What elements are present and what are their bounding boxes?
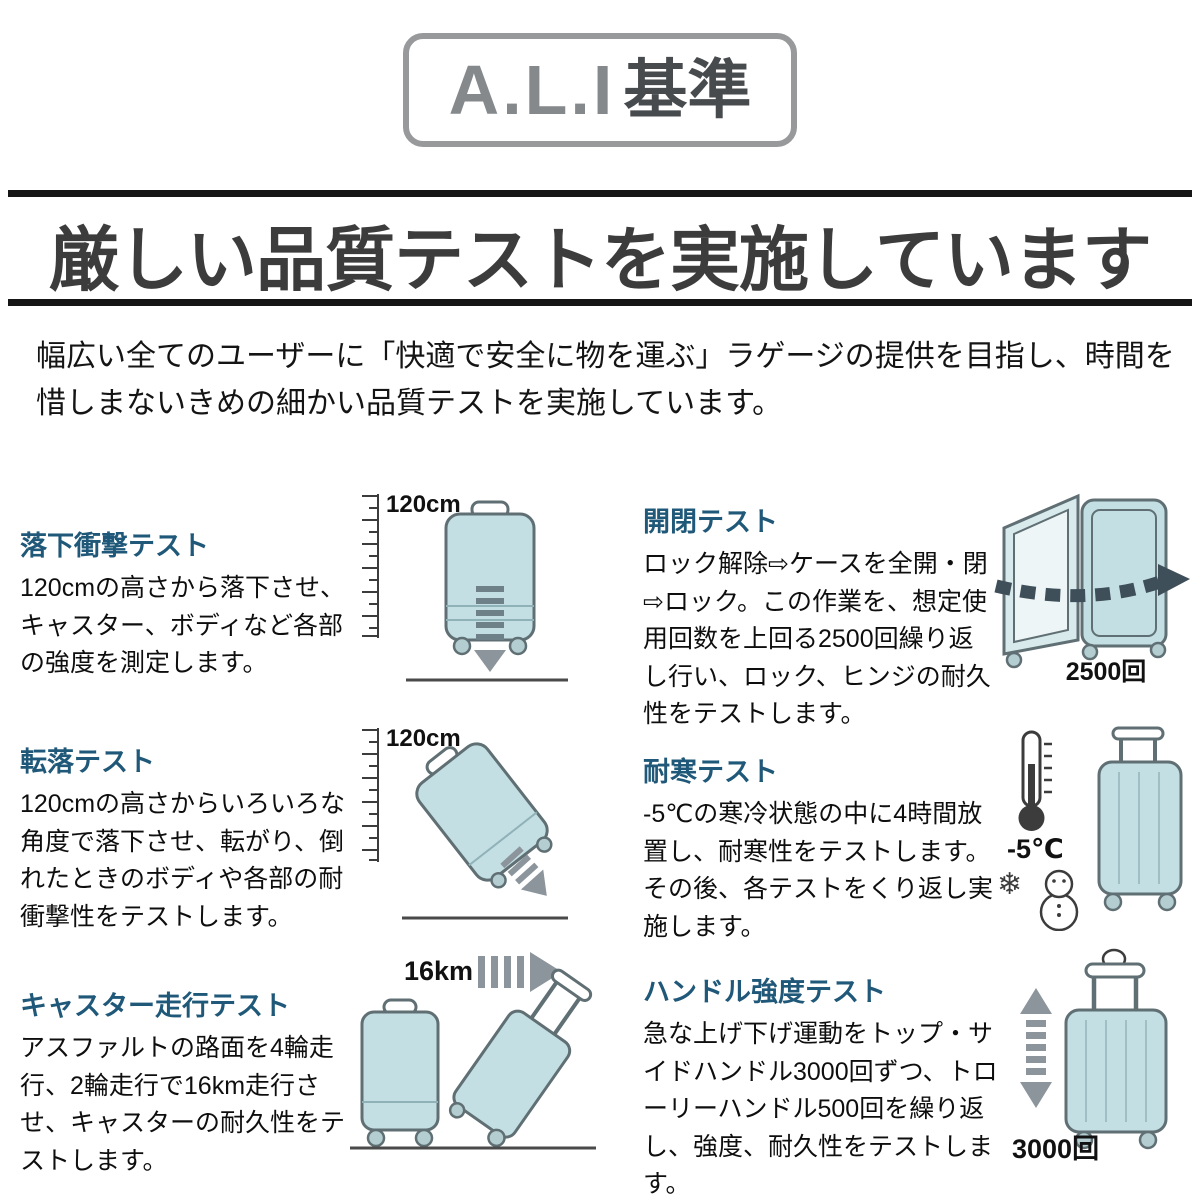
up-down-arrow-icon (1020, 988, 1052, 1108)
test-description: アスファルトの路面を4輪走行、2輪走行で16km走行させ、キャスターの耐久性をテ… (20, 1034, 346, 1175)
fall-arrow-icon (500, 846, 547, 896)
test-title: 落下衝撃テスト (20, 531, 209, 561)
section-caster-run-test: キャスター走行テスト アスファルトの路面を4輪走行、2輪走行で16km走行させ、… (20, 984, 368, 1180)
suitcase-front-icon (444, 500, 536, 656)
section-handle-strength-test: ハンドル強度テスト 急な上げ下げ運動をトップ・サイドハンドル3000回ずつ、トロ… (643, 970, 1005, 1200)
test-description: 120cmの高さからいろいろな角度で落下させ、転がり、倒れたときのボディや各部の… (20, 790, 346, 931)
drop-test-illustration: 120cm (362, 491, 568, 682)
section-drop-impact-test: 落下衝撃テスト 120cmの高さから落下させ、キャスター、ボディなど各部の強度を… (20, 524, 352, 683)
snowflake-icon: ❄ (997, 868, 1022, 901)
ali-brand-text: A.L.I (448, 51, 616, 129)
test-description: ロック解除⇨ケースを全開・閉⇨ロック。この作業を、想定使用回数を上回る2500回… (643, 550, 991, 728)
section-open-close-test: 開閉テスト ロック解除⇨ケースを全開・閉⇨ロック。この作業を、想定使用回数を上回… (643, 500, 995, 734)
page-title: 厳しい品質テストを実施しています (49, 221, 1152, 299)
section-tumble-test: 転落テスト 120cmの高さからいろいろな角度で落下させ、転がり、倒れたときのボ… (20, 740, 362, 936)
test-title: 開閉テスト (643, 507, 778, 537)
handle-test-illustration: 3000回 (1012, 948, 1168, 1164)
section-cold-resistance-test: 耐寒テスト -5℃の寒冷状態の中に4時間放置し、耐寒性をテストします。その後、各… (643, 750, 995, 946)
thermometer-icon (1018, 730, 1052, 831)
upright-suitcase-icon (360, 998, 440, 1148)
drop-height-label: 120cm (386, 491, 461, 518)
test-title: ハンドル強度テスト (643, 977, 886, 1007)
distance-label: 16km (404, 956, 473, 986)
test-description: 120cmの高さから落下させ、キャスター、ボディなど各部の強度を測定します。 (20, 574, 346, 677)
tilted-trolley-suitcase-icon (448, 968, 593, 1148)
test-description: -5℃の寒冷状態の中に4時間放置し、耐寒性をテストします。その後、各テストをくり… (643, 800, 994, 941)
drop-arrow-icon (474, 586, 506, 672)
tumble-test-illustration: 120cm (362, 725, 568, 920)
open-close-arrow-icon (994, 564, 1190, 603)
cold-test-illustration: -5℃ ❄ (997, 726, 1183, 931)
test-description: 急な上げ下げ運動をトップ・サイドハンドル3000回ずつ、トローリーハンドル500… (643, 1020, 998, 1198)
ali-standard-label: 基準 (623, 54, 752, 126)
heading-divider-bottom (8, 299, 1192, 306)
open-close-test-illustration: 2500回 (994, 493, 1190, 684)
handle-cycle-label: 3000回 (1012, 1134, 1099, 1164)
suitcase-front-icon (1064, 1008, 1168, 1150)
height-ruler (362, 728, 379, 862)
open-suitcase-icon (1002, 493, 1168, 669)
run-arrow-icon (478, 952, 562, 992)
snowman-icon (1039, 869, 1079, 931)
height-ruler (362, 494, 379, 638)
test-title: 耐寒テスト (643, 757, 778, 787)
intro-text: 幅広い全てのユーザーに「快適で安全に物を運ぶ」ラゲージの提供を目指し、時間を惜し… (36, 340, 1175, 420)
ali-standard-badge: A.L.I 基準 (403, 33, 797, 147)
caster-test-illustration: 16km (350, 952, 596, 1150)
tilted-suitcase-icon (415, 742, 553, 889)
temperature-label: -5℃ (1007, 834, 1064, 864)
trolley-handle (1084, 962, 1146, 1012)
heading-divider-top (8, 190, 1192, 197)
test-title: 転落テスト (20, 747, 155, 777)
cycle-count-label: 2500回 (1066, 658, 1147, 684)
suitcase-side-icon (1097, 726, 1183, 912)
test-title: キャスター走行テスト (20, 991, 290, 1021)
